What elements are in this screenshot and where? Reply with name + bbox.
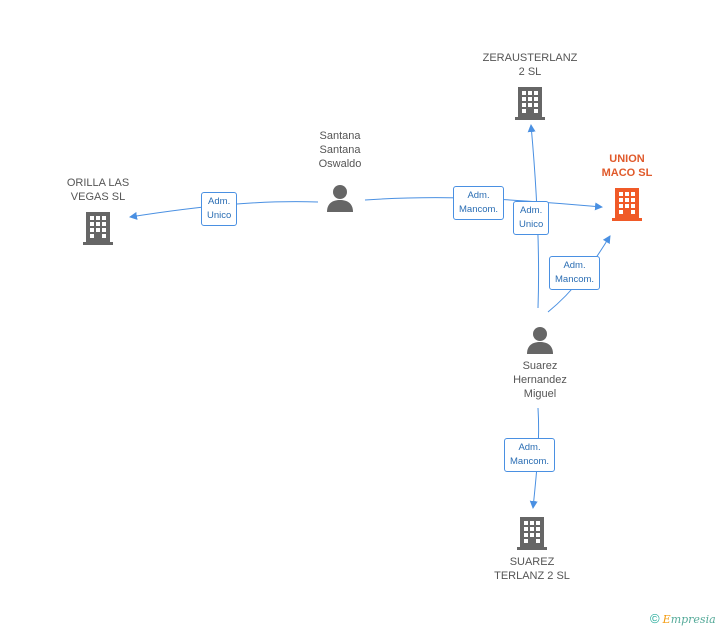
brand-rest: mpresia bbox=[670, 613, 716, 626]
edge-label-santana-union[interactable]: Adm. Mancom. bbox=[453, 186, 505, 220]
node-label-line: TERLANZ 2 SL bbox=[494, 570, 570, 582]
edge-label-suarez-union[interactable]: Adm. Mancom. bbox=[549, 256, 601, 290]
node-suarez-hernandez[interactable]: Suarez Hernandez Miguel bbox=[495, 325, 585, 401]
node-label-line: ORILLA LAS bbox=[66, 177, 130, 189]
edge-label-line: Adm. bbox=[563, 260, 586, 271]
footer-brand: © Empresia bbox=[650, 611, 716, 626]
node-label-line: Suarez bbox=[522, 360, 558, 372]
edge-label-suarez-terlanz[interactable]: Adm. Mancom. bbox=[504, 438, 556, 472]
copyright-symbol: © bbox=[650, 611, 660, 626]
node-label-line: ZERAUSTERLANZ bbox=[482, 52, 578, 64]
building-icon bbox=[83, 212, 113, 245]
node-label-line: 2 SL bbox=[518, 66, 542, 78]
edge-label-line: Mancom. bbox=[510, 456, 550, 467]
building-icon bbox=[515, 87, 545, 120]
node-orilla-las-vegas[interactable]: ORILLA LAS VEGAS SL bbox=[48, 176, 148, 246]
node-union-maco[interactable]: UNION MACO SL bbox=[587, 152, 667, 222]
person-icon bbox=[327, 185, 353, 212]
brand-initial: E bbox=[662, 613, 671, 626]
node-label-line: Santana bbox=[319, 144, 361, 156]
building-icon bbox=[517, 517, 547, 550]
node-label-line: VEGAS SL bbox=[70, 191, 126, 203]
brand-logo: Empresia bbox=[663, 613, 716, 626]
edge-label-line: Adm. bbox=[520, 205, 543, 216]
edge-label-santana-orilla[interactable]: Adm. Unico bbox=[201, 192, 238, 226]
edge-label-line: Unico bbox=[519, 219, 544, 230]
node-label-line: UNION bbox=[609, 153, 645, 165]
node-label-line: Santana bbox=[319, 130, 361, 142]
building-icon bbox=[612, 188, 642, 221]
edge-label-line: Mancom. bbox=[459, 204, 499, 215]
node-label-line: SUAREZ bbox=[509, 556, 555, 568]
edge-label-line: Adm. bbox=[467, 190, 490, 201]
edge-label-suarez-zeraus[interactable]: Adm. Unico bbox=[513, 201, 550, 235]
node-santana[interactable]: Santana Santana Oswaldo bbox=[300, 129, 380, 213]
node-label-line: Hernandez bbox=[513, 374, 567, 386]
node-zerausterlanz[interactable]: ZERAUSTERLANZ 2 SL bbox=[470, 51, 590, 121]
edge-label-line: Adm. bbox=[518, 442, 541, 453]
person-icon bbox=[527, 327, 553, 354]
node-label-line: MACO SL bbox=[601, 167, 653, 179]
edge-label-line: Unico bbox=[207, 210, 232, 221]
edge-label-line: Mancom. bbox=[555, 274, 595, 285]
node-label-line: Oswaldo bbox=[318, 158, 362, 170]
node-suarez-terlanz[interactable]: SUAREZ TERLANZ 2 SL bbox=[480, 515, 584, 583]
edge-label-line: Adm. bbox=[208, 196, 231, 207]
node-label-line: Miguel bbox=[523, 388, 557, 400]
